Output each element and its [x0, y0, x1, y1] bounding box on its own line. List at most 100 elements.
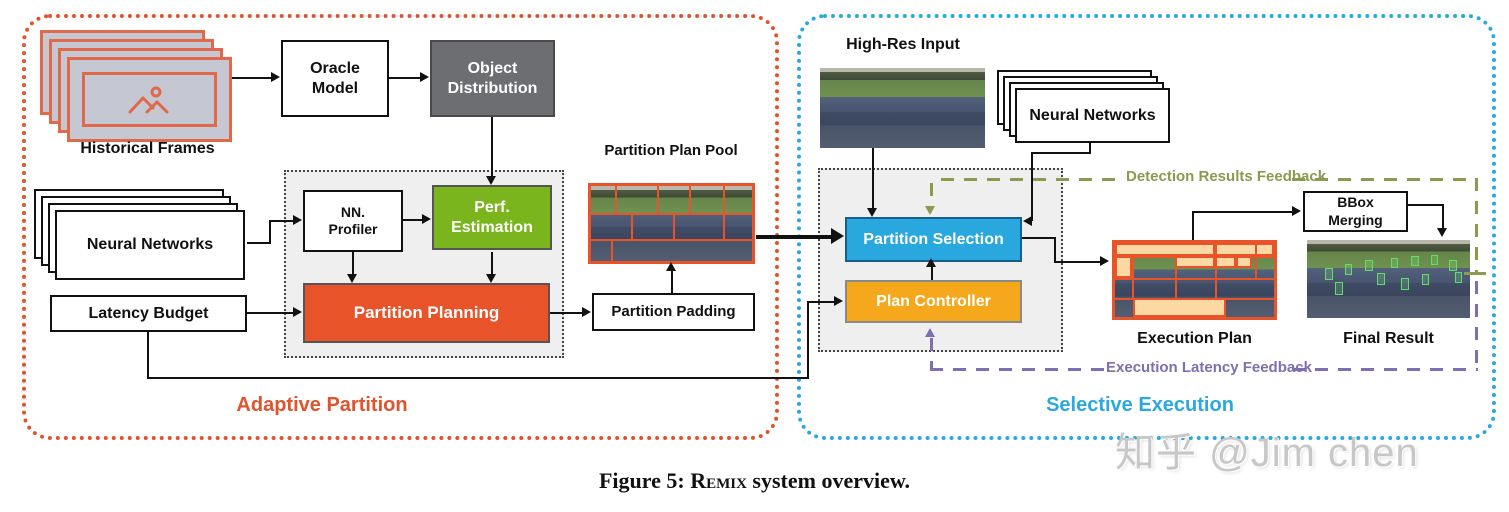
- connector: [931, 267, 933, 280]
- arrowhead: [1437, 228, 1447, 237]
- arrowhead: [1023, 216, 1032, 226]
- connector: [352, 252, 354, 275]
- connector: [232, 77, 272, 79]
- latency-budget-box: Latency Budget: [50, 295, 247, 332]
- detection-box: [1431, 255, 1438, 265]
- connector: [807, 302, 809, 379]
- final-result-label: Final Result: [1343, 330, 1434, 347]
- partition-plan-pool-label: Partition Plan Pool: [604, 142, 738, 159]
- connector: [491, 117, 493, 177]
- connector: [807, 301, 835, 303]
- grid-line: [615, 186, 617, 213]
- arrowhead: [293, 215, 302, 225]
- arrowhead: [834, 296, 843, 306]
- figure-caption: Figure 5: Remix system overview.: [0, 468, 1509, 494]
- detection-box: [1391, 258, 1398, 268]
- caption-prefix: Figure 5:: [598, 468, 691, 493]
- image-icon: [128, 86, 168, 113]
- arrowhead: [420, 72, 429, 82]
- caption-suffix: system overview.: [746, 468, 911, 493]
- arrowhead: [831, 228, 844, 244]
- feedback-connector: [930, 368, 1106, 371]
- selective-execution-region: [797, 14, 1496, 440]
- historical-frames-label: Historical Frames: [80, 140, 215, 157]
- arrowhead: [867, 208, 877, 217]
- connector: [403, 219, 423, 221]
- frame-inner-border: [82, 72, 217, 127]
- bbox-merging-box: BBox Merging: [1303, 191, 1408, 232]
- connector: [1192, 211, 1293, 213]
- grid-line: [689, 186, 691, 213]
- connector: [1031, 152, 1091, 154]
- connector: [550, 312, 583, 314]
- detection-box: [1455, 272, 1462, 283]
- latency-feedback-label: Execution Latency Feedback: [1106, 359, 1312, 376]
- feedback-connector: [1292, 178, 1478, 181]
- final-result-image: [1307, 240, 1470, 318]
- partition-plan-pool-image: [588, 183, 755, 264]
- grid-line: [723, 186, 725, 213]
- detection-box: [1365, 260, 1373, 271]
- connector: [1022, 237, 1056, 239]
- perf-estimation-box: Perf. Estimation: [432, 185, 552, 250]
- arrowhead: [926, 258, 936, 267]
- grid-line: [591, 239, 752, 241]
- arrowhead: [347, 274, 357, 283]
- connector: [1089, 143, 1091, 154]
- grid-line: [1175, 256, 1177, 298]
- connector: [1408, 204, 1444, 206]
- object-distribution-box: Object Distribution: [430, 40, 555, 117]
- grid-line: [631, 213, 633, 239]
- arrowhead: [925, 206, 935, 215]
- plan-controller-box: Plan Controller: [845, 280, 1022, 323]
- feedback-connector: [1475, 281, 1478, 371]
- partition-planning-box: Partition Planning: [303, 283, 550, 343]
- grid-line: [1215, 243, 1217, 298]
- connector: [1054, 261, 1102, 263]
- connector: [1192, 212, 1194, 240]
- detection-box: [1345, 264, 1352, 275]
- detection-feedback-label: Detection Results Feedback: [1126, 168, 1327, 185]
- connector-thick: [756, 235, 832, 239]
- caption-system-name: Remix: [690, 468, 747, 493]
- grid-line: [1115, 278, 1274, 280]
- feedback-connector: [1292, 368, 1478, 371]
- watermark: 知乎 @Jim chen: [1115, 431, 1419, 475]
- arrowhead: [271, 72, 280, 82]
- connector: [1442, 204, 1444, 229]
- oracle-model-box: Oracle Model: [281, 40, 389, 117]
- grid-line: [723, 213, 725, 239]
- connector: [1054, 237, 1056, 263]
- execution-plan-label: Execution Plan: [1137, 330, 1252, 347]
- nn-profiler-box: NN. Profiler: [303, 190, 403, 252]
- connector: [1031, 152, 1033, 221]
- detection-box: [1325, 268, 1333, 280]
- neural-networks-box: Neural Networks: [55, 210, 245, 280]
- adaptive-partition-label: Adaptive Partition: [236, 394, 408, 416]
- arrowhead: [582, 307, 591, 317]
- arrowhead: [486, 274, 496, 283]
- grid-line: [1255, 243, 1257, 278]
- arrowhead: [1292, 206, 1301, 216]
- feedback-connector: [941, 178, 1125, 181]
- connector: [389, 77, 421, 79]
- detection-box: [1411, 256, 1419, 266]
- high-res-input-label: High-Res Input: [846, 36, 960, 53]
- connector: [147, 332, 149, 378]
- feedback-connector: [1464, 272, 1486, 275]
- grid-line: [1115, 298, 1274, 300]
- connector: [147, 377, 809, 379]
- grid-line: [1132, 256, 1134, 298]
- grid-line: [1115, 256, 1274, 258]
- connector: [247, 242, 271, 244]
- arrowhead: [666, 262, 676, 271]
- arrowhead: [293, 307, 302, 317]
- execution-plan-image: [1112, 240, 1277, 320]
- arrowhead: [1100, 256, 1109, 266]
- feedback-connector: [1475, 178, 1478, 274]
- grid-line: [673, 213, 675, 239]
- detection-box: [1449, 260, 1457, 271]
- arrowhead: [925, 328, 935, 337]
- connector: [872, 148, 874, 209]
